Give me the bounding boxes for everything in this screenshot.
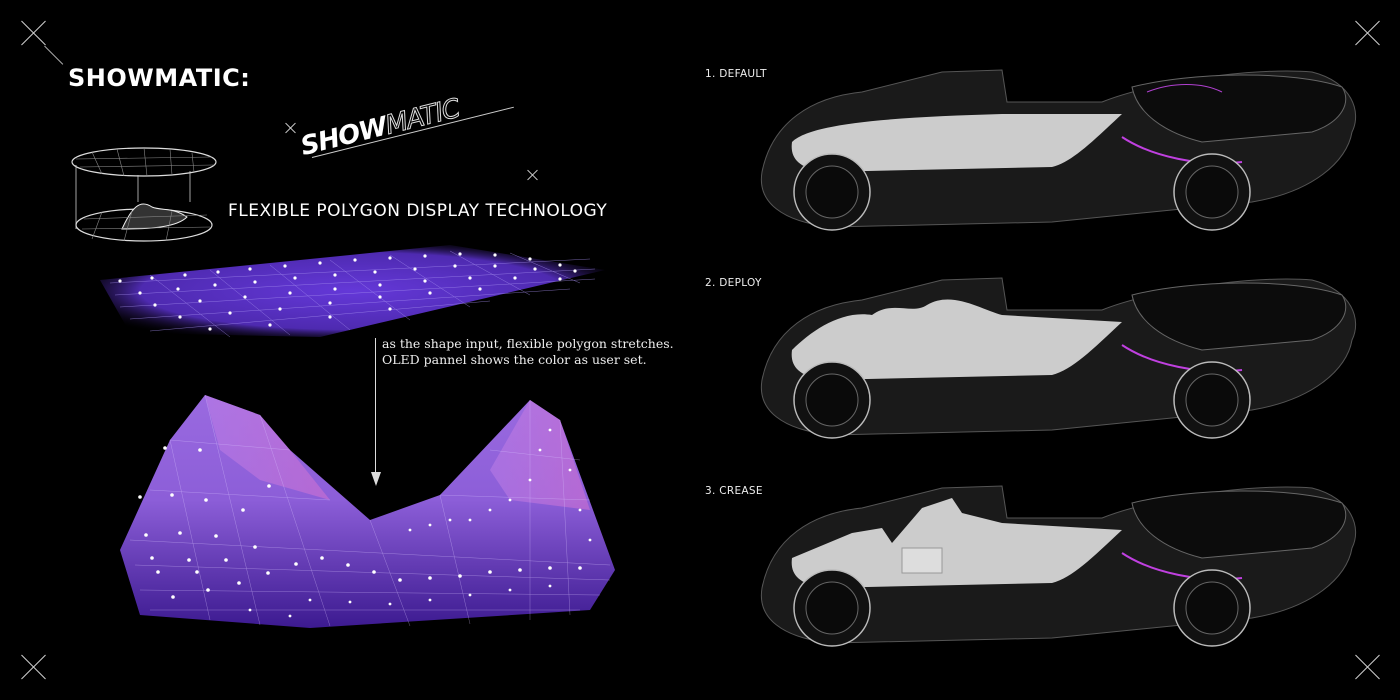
car-illustration-default: [760, 69, 1357, 231]
arrow-down-icon: [371, 472, 381, 486]
step-label-crease: 3. CREASE: [705, 485, 763, 497]
stretched-polygon-mountain-illustration: [120, 394, 615, 628]
showmatic-logo: SHOWMATIC: [297, 93, 463, 162]
small-cross-icon: [283, 121, 297, 135]
logo-bold-text: SHOW: [297, 111, 390, 162]
caption-line-1: as the shape input, flexible polygon str…: [382, 336, 674, 351]
step-label-default: 1. DEFAULT: [705, 68, 767, 80]
arrow-down-line: [375, 338, 376, 476]
hologram-sketch-illustration: [71, 147, 217, 242]
logo-outline-text: MATIC: [382, 93, 463, 141]
page-title: SHOWMATIC:: [68, 64, 251, 92]
corner-cross-icon-bottom-left: [16, 650, 50, 684]
step-label-deploy: 2. DEPLOY: [705, 277, 762, 289]
corner-cross-icon-top-right: [1350, 16, 1384, 50]
flat-polygon-grid-illustration: [100, 245, 605, 338]
car-illustration-deploy: [760, 277, 1357, 439]
caption-line-2: OLED pannel shows the color as user set.: [382, 352, 647, 367]
car-illustration-crease: [760, 485, 1357, 647]
cross-tail-line: [44, 45, 64, 65]
small-cross-icon: [525, 168, 539, 182]
section-subtitle: FLEXIBLE POLYGON DISPLAY TECHNOLOGY: [228, 201, 608, 221]
description-caption: as the shape input, flexible polygon str…: [382, 336, 674, 368]
